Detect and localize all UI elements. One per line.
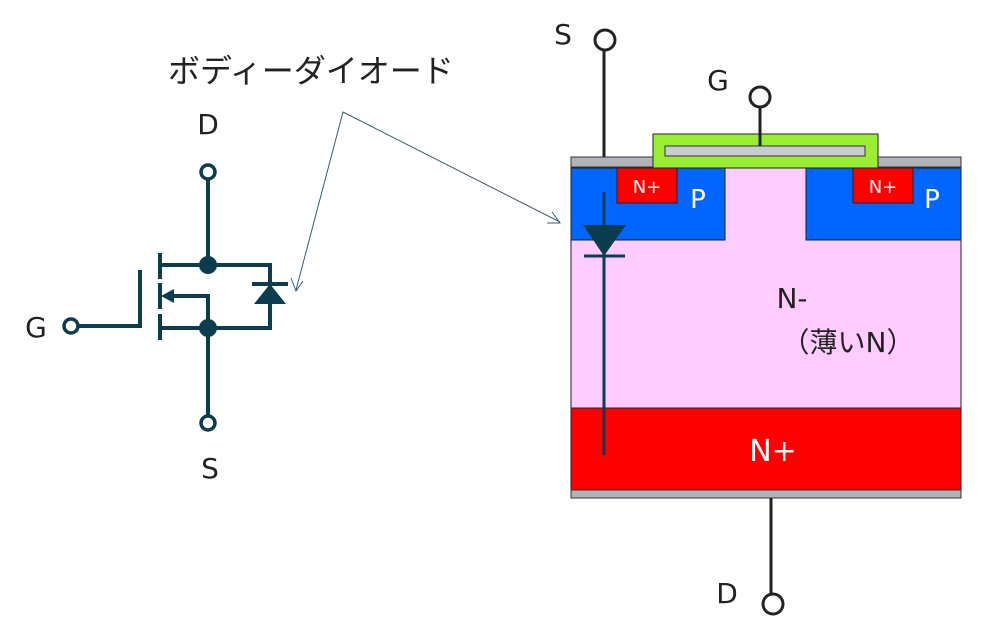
cs-gate-terminal-icon <box>748 85 772 109</box>
cs-source-label: S <box>554 18 572 51</box>
nminus-label: N- <box>776 282 807 315</box>
symbol-drain-label: D <box>197 108 219 141</box>
callout-label: ボディーダイオード <box>168 52 454 90</box>
cs-source-terminal-icon <box>593 28 617 52</box>
left-nplus-region <box>616 167 678 204</box>
drain-junction-dot <box>199 256 217 274</box>
substrate-label: N+ <box>749 434 797 469</box>
mosfet-symbol <box>76 178 288 417</box>
cs-drain-terminal-icon <box>761 592 785 616</box>
diode-triangle-icon <box>254 284 286 304</box>
left-nplus-label: N+ <box>633 177 662 198</box>
source-terminal-icon <box>199 414 217 432</box>
symbol-gate-label: G <box>25 311 47 344</box>
callout-arrow <box>290 111 561 293</box>
symbol-source-label: S <box>201 452 219 485</box>
gate-electrode <box>664 145 866 157</box>
nminus-sublabel: （薄いN） <box>782 326 915 359</box>
right-p-label: P <box>924 185 940 215</box>
cs-drain-label: D <box>716 577 738 610</box>
body-arrow-icon <box>161 289 174 303</box>
drain-terminal-icon <box>199 163 217 181</box>
drain-metal <box>570 489 962 499</box>
right-nplus-label: N+ <box>869 177 898 198</box>
source-junction-dot <box>199 319 217 337</box>
left-p-label: P <box>690 185 706 215</box>
body-diode-triangle-icon <box>583 225 626 256</box>
right-nplus-region <box>852 167 914 204</box>
cs-gate-label: G <box>707 64 729 97</box>
gate-terminal-icon <box>62 317 80 335</box>
